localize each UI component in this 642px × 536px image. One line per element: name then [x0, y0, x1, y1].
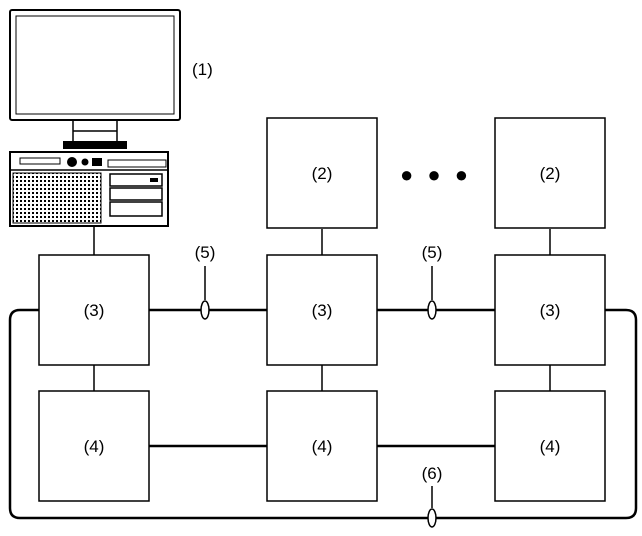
unit-a-box [38, 254, 150, 366]
speaker-grille [12, 172, 102, 224]
unit-b-box [266, 390, 378, 502]
device-box [494, 117, 606, 229]
link-marker [427, 300, 437, 320]
label-device: (2) [540, 164, 561, 183]
drive-bay [109, 173, 163, 187]
label-unit-a: (3) [540, 301, 561, 320]
label-device: (2) [312, 164, 333, 183]
drive-bay [109, 187, 163, 201]
power-button [67, 157, 77, 167]
label-link: (5) [195, 243, 216, 262]
unit-a-box [266, 254, 378, 366]
unit-b-box [38, 390, 150, 502]
label-unit-b: (4) [312, 437, 333, 456]
label-computer: (1) [192, 60, 213, 79]
label-ring: (6) [422, 464, 443, 483]
link-marker [427, 508, 437, 528]
label-unit-a: (3) [84, 301, 105, 320]
pc-tower [9, 151, 169, 227]
link-marker [200, 300, 210, 320]
ring-cable [8, 308, 638, 520]
label-unit-a: (3) [312, 301, 333, 320]
unit-b-box [494, 390, 606, 502]
label-link: (5) [422, 243, 443, 262]
drive-bay [109, 201, 163, 217]
device-box [266, 117, 378, 229]
label-unit-b: (4) [84, 437, 105, 456]
label-unit-b: (4) [540, 437, 561, 456]
monitor-base [63, 141, 127, 149]
computer-workstation-icon [9, 9, 181, 227]
monitor-outer [9, 9, 181, 121]
unit-a-box [494, 254, 606, 366]
monitor-screen [15, 15, 175, 115]
device-ellipsis: ● ● ● [400, 162, 472, 187]
